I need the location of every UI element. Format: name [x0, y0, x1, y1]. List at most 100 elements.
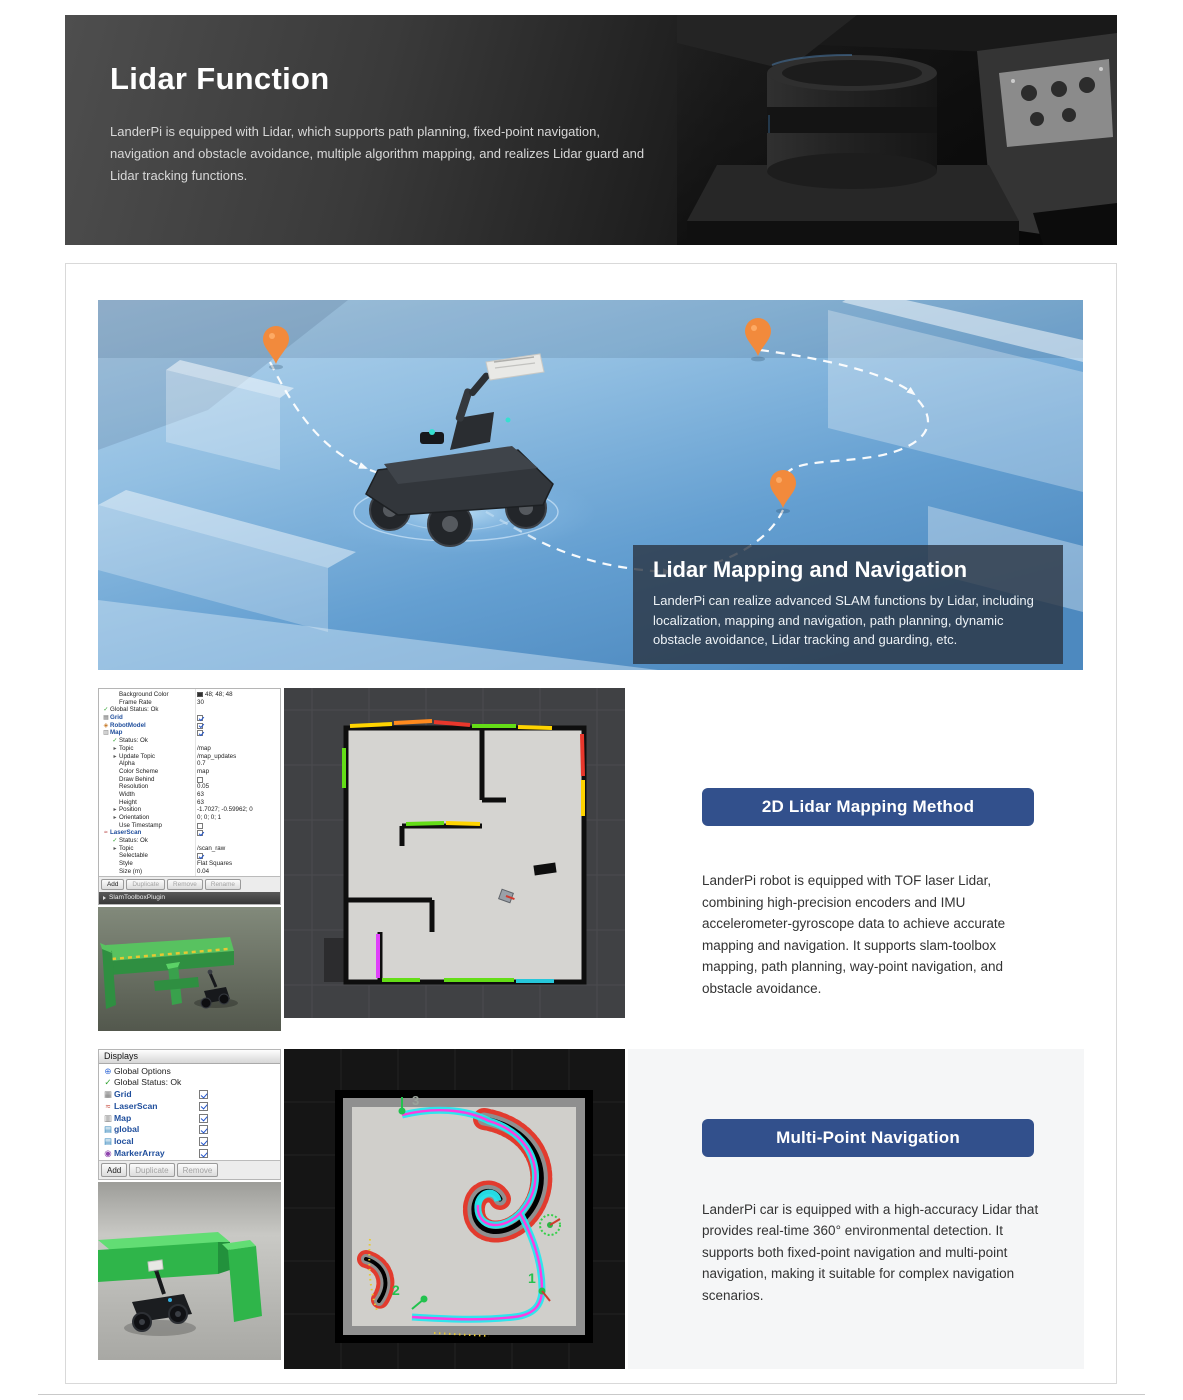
navigation-map-column: 1 2 3: [284, 1048, 625, 1369]
row-label: Height: [119, 798, 137, 806]
row-icon: ▥: [103, 1112, 113, 1123]
tree-row[interactable]: Style Flat Squares: [99, 860, 280, 868]
tree-row[interactable]: Alpha 0.7: [99, 760, 280, 768]
tree-row[interactable]: ▦Grid: [99, 714, 280, 722]
panel-button[interactable]: Duplicate: [126, 878, 166, 890]
panel-button[interactable]: Remove: [167, 878, 203, 890]
tree-row[interactable]: Size (m) 0.04: [99, 868, 280, 876]
tree-row[interactable]: ✓Global Status: Ok: [99, 1077, 280, 1089]
tree-row[interactable]: ▸Update Topic /map_updates: [99, 753, 280, 761]
section-title-button-mapping[interactable]: 2D Lidar Mapping Method: [702, 788, 1034, 826]
row-value: Flat Squares: [197, 860, 233, 868]
checkbox[interactable]: [197, 822, 203, 829]
row-value: 48; 48; 48: [197, 691, 233, 699]
tree-row[interactable]: Draw Behind: [99, 776, 280, 784]
panel-button[interactable]: Remove: [176, 1162, 219, 1177]
checkbox[interactable]: [197, 722, 203, 729]
checkbox[interactable]: [197, 830, 203, 837]
checkbox[interactable]: [197, 853, 203, 860]
row-label: Color Scheme: [119, 767, 159, 775]
tree-row[interactable]: ▥Map: [99, 1113, 280, 1125]
tree-row[interactable]: ▦Grid: [99, 1089, 280, 1101]
plugin-label: SlamToolboxPlugin: [109, 894, 166, 901]
hero-caption-text: LanderPi can realize advanced SLAM funct…: [653, 592, 1034, 648]
lidar-product-image: [677, 15, 1117, 245]
tree-row[interactable]: Background Color 48; 48; 48: [99, 691, 280, 699]
row-icon: ▸: [113, 744, 117, 752]
row-label: Global Status: Ok: [110, 706, 159, 714]
row-label: LaserScan: [110, 829, 142, 837]
panel-button[interactable]: Rename: [204, 878, 241, 890]
tree-row[interactable]: Width 63: [99, 791, 280, 799]
panel-button[interactable]: Add: [101, 1162, 128, 1177]
tree-row[interactable]: ▤global: [99, 1124, 280, 1136]
tree-row[interactable]: Height 63: [99, 799, 280, 807]
row-label: Background Color: [119, 691, 169, 698]
checkbox[interactable]: [199, 1101, 208, 1111]
row-value: 0; 0; 0; 1: [197, 814, 222, 821]
slam-toolbox-plugin-bar[interactable]: SlamToolboxPlugin: [99, 891, 280, 904]
tree-row[interactable]: ⊕Global Options: [99, 1066, 280, 1078]
checkbox[interactable]: [199, 1149, 208, 1159]
row-label: global: [114, 1124, 140, 1135]
row-label: Map: [110, 729, 123, 737]
tree-row[interactable]: ◉MarkerArray: [99, 1148, 280, 1160]
section-2d-mapping: Background Color 48; 48; 48 Frame Rate 3…: [98, 688, 1084, 1031]
tree-row[interactable]: ▸Orientation 0; 0; 0; 1: [99, 814, 280, 822]
tree-row[interactable]: ≈LaserScan: [99, 829, 280, 837]
row-label: Topic: [119, 844, 134, 852]
tree-row[interactable]: ▸Position -1.7027; -0.59962; 0: [99, 806, 280, 814]
tree-row[interactable]: ◈RobotModel: [99, 722, 280, 730]
tree-row[interactable]: Use Timestamp: [99, 822, 280, 830]
color-swatch-icon: [197, 691, 203, 697]
row-label: Use Timestamp: [119, 821, 162, 829]
location-pin-icon: [263, 318, 796, 514]
content-card: Lidar Mapping and Navigation LanderPi ca…: [65, 263, 1117, 1384]
panel-button[interactable]: Add: [101, 878, 125, 890]
row-icon: ✓: [103, 706, 109, 714]
waypoint-label-2: 2: [392, 1282, 400, 1298]
navigation-map-image: 1 2 3: [284, 1048, 625, 1369]
mapping-left-column: Background Color 48; 48; 48 Frame Rate 3…: [98, 688, 281, 1031]
panel-button[interactable]: Duplicate: [129, 1162, 175, 1177]
tree-row[interactable]: ▤local: [99, 1136, 280, 1148]
row-icon: ✓: [112, 837, 118, 845]
checkbox[interactable]: [199, 1137, 208, 1147]
section-multipoint: Displays ⊕Global Options ✓Global Status:: [98, 1048, 1084, 1369]
checkbox[interactable]: [199, 1125, 208, 1135]
row-value: 0.05: [197, 783, 210, 791]
tree-row[interactable]: ▥Map: [99, 729, 280, 737]
row-label: MarkerArray: [114, 1148, 165, 1159]
tree-row[interactable]: ✓Status: Ok: [99, 737, 280, 745]
section-title-button-navigation[interactable]: Multi-Point Navigation: [702, 1118, 1034, 1157]
checkbox[interactable]: [197, 730, 203, 737]
checkbox[interactable]: [197, 715, 203, 722]
mapping-paragraph: LanderPi robot is equipped with TOF lase…: [702, 873, 1006, 996]
tree-row[interactable]: ▸Topic /map: [99, 745, 280, 753]
tree-row[interactable]: ▸Topic /scan_raw: [99, 845, 280, 853]
row-label: Grid: [114, 1089, 132, 1100]
hero-caption-title: Lidar Mapping and Navigation: [653, 556, 968, 582]
lidar-map-image: [284, 688, 625, 1018]
row-label: Topic: [119, 744, 134, 752]
tree-row[interactable]: Resolution 0.05: [99, 783, 280, 791]
row-icon: ≈: [104, 829, 108, 837]
tree-row[interactable]: Frame Rate 30: [99, 699, 280, 707]
row-label: Size (m): [119, 867, 143, 875]
tree-row[interactable]: ✓Status: Ok: [99, 837, 280, 845]
mapping-text-column: 2D Lidar Mapping Method LanderPi robot i…: [628, 688, 1084, 1031]
row-icon: ▸: [113, 806, 117, 814]
hero-caption: Lidar Mapping and Navigation LanderPi ca…: [633, 544, 1063, 664]
checkbox[interactable]: [197, 776, 203, 783]
tree-row[interactable]: Color Scheme map: [99, 768, 280, 776]
tree-row[interactable]: ≈LaserScan: [99, 1101, 280, 1113]
row-icon: ◈: [103, 721, 109, 729]
displays-panel-header[interactable]: Displays: [99, 1049, 280, 1064]
navigation-left-column: Displays ⊕Global Options ✓Global Status:: [98, 1048, 281, 1369]
row-label: Orientation: [119, 814, 150, 821]
tree-row[interactable]: Selectable: [99, 852, 280, 860]
tree-row[interactable]: ✓Global Status: Ok: [99, 706, 280, 714]
checkbox[interactable]: [199, 1113, 208, 1123]
checkbox[interactable]: [199, 1090, 208, 1100]
row-label: Status: Ok: [119, 837, 148, 845]
